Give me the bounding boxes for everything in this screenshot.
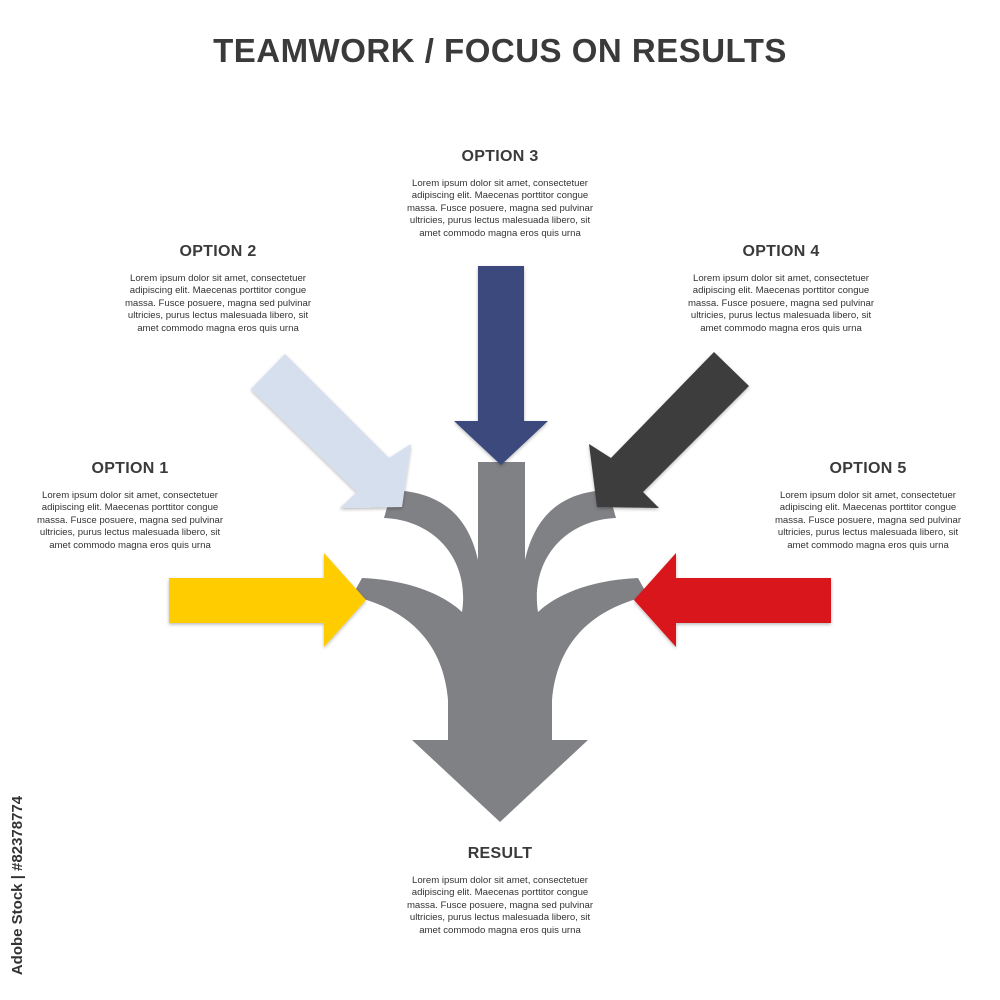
option-1-block: OPTION 1 Lorem ipsum dolor sit amet, con… [30,460,230,552]
option-5-heading: OPTION 5 [829,460,907,477]
stock-watermark: Adobe Stock | #82378774 [6,775,30,995]
option-1-heading: OPTION 1 [91,460,169,477]
result-heading: RESULT [467,845,533,862]
option-3-block: OPTION 3 Lorem ipsum dolor sit amet, con… [400,148,600,240]
option-5-arrow [634,553,831,647]
result-text: Lorem ipsum dolor sit amet, consectetuer… [406,875,594,936]
option-5-block: OPTION 5 Lorem ipsum dolor sit amet, con… [768,460,968,552]
option-1-text: Lorem ipsum dolor sit amet, consectetuer… [36,490,224,551]
option-2-heading: OPTION 2 [179,243,257,260]
option-3-text: Lorem ipsum dolor sit amet, consectetuer… [406,178,594,239]
option-2-arrow [251,354,411,508]
option-5-text: Lorem ipsum dolor sit amet, consectetuer… [774,490,962,551]
option-1-arrow [169,553,366,647]
option-2-text: Lorem ipsum dolor sit amet, consectetuer… [124,273,312,334]
option-4-text: Lorem ipsum dolor sit amet, consectetuer… [687,273,875,334]
result-block: RESULT Lorem ipsum dolor sit amet, conse… [400,845,600,937]
watermark-text: Adobe Stock | #82378774 [9,795,27,975]
option-3-arrow [454,266,548,465]
page-title: TEAMWORK / FOCUS ON RESULTS [213,32,787,69]
option-4-block: OPTION 4 Lorem ipsum dolor sit amet, con… [681,243,881,335]
option-2-block: OPTION 2 Lorem ipsum dolor sit amet, con… [118,243,318,335]
option-3-heading: OPTION 3 [461,148,539,165]
option-4-arrow [589,352,749,508]
option-4-heading: OPTION 4 [742,243,820,260]
result-merge-arrow [352,462,648,822]
